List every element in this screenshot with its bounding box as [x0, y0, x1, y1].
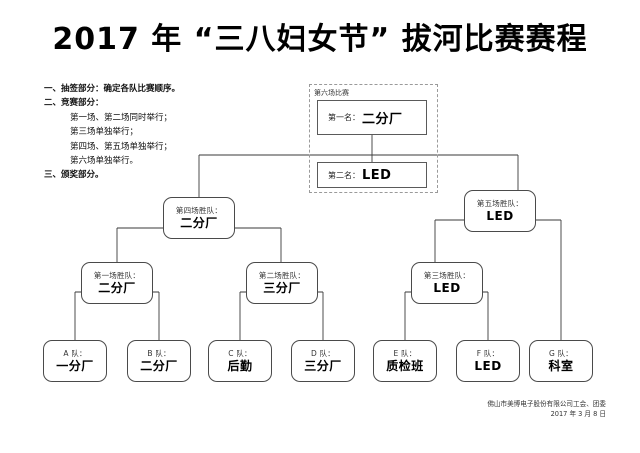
- runner-up-label: 第二名：: [328, 170, 360, 180]
- team-box-e[interactable]: E 队： 质检班: [373, 340, 437, 382]
- champion-value: 二分厂: [362, 112, 403, 127]
- semifinal-match4-label: 第四场胜队：: [175, 205, 223, 215]
- final-group-title: 第六场比赛: [314, 89, 349, 97]
- team-box-g[interactable]: G 队： 科室: [529, 340, 593, 382]
- quarterfinal-winner-match2[interactable]: 第二场胜队： 三分厂: [246, 262, 318, 304]
- champion-box[interactable]: 第一名： 二分厂: [317, 100, 427, 135]
- semifinal-winner-match4[interactable]: 第四场胜队： 二分厂: [163, 197, 235, 239]
- team-box-f[interactable]: F 队： LED: [456, 340, 520, 382]
- team-e-value: 质检班: [386, 358, 424, 373]
- instruction-item: 第四场、第五场单独举行；: [70, 141, 173, 152]
- quarterfinal-winner-match1[interactable]: 第一场胜队： 二分厂: [81, 262, 153, 304]
- quarterfinal-match1-label: 第一场胜队：: [93, 270, 141, 280]
- instruction-item: 第六场单独举行。: [70, 156, 139, 167]
- team-box-a[interactable]: A 队： 一分厂: [43, 340, 107, 382]
- team-a-value: 一分厂: [56, 358, 94, 373]
- team-d-value: 三分厂: [304, 358, 342, 373]
- team-f-value: LED: [474, 358, 502, 373]
- quarterfinal-match1-value: 二分厂: [98, 280, 136, 295]
- semifinal-match4-value: 二分厂: [180, 215, 218, 230]
- semifinal-match5-value: LED: [486, 208, 514, 223]
- instruction-item: 第一场、第二场同时举行；: [70, 112, 173, 123]
- team-g-label: G 队：: [549, 348, 573, 358]
- team-b-label: B 队：: [147, 348, 171, 358]
- instructions-list: 一、抽签部分：确定各队比赛顺序。 二、竞赛部分： 第一场、第二场同时举行； 第三…: [44, 82, 284, 183]
- footer-signature: 佛山市美博电子股份有限公司工会、团委 2017 年 3 月 8 日: [487, 399, 606, 419]
- quarterfinal-match3-value: LED: [433, 280, 461, 295]
- quarterfinal-match2-value: 三分厂: [263, 280, 301, 295]
- runner-up-value: LED: [362, 167, 392, 183]
- instruction-item: 一、抽签部分：确定各队比赛顺序。: [44, 84, 181, 94]
- footer-date: 2017 年 3 月 8 日: [550, 410, 606, 418]
- runner-up-box[interactable]: 第二名： LED: [317, 162, 427, 188]
- champion-label: 第一名：: [328, 113, 360, 122]
- team-box-c[interactable]: C 队： 后勤: [208, 340, 272, 382]
- team-box-d[interactable]: D 队： 三分厂: [291, 340, 355, 382]
- team-a-label: A 队：: [63, 348, 87, 358]
- instruction-item: 三、颁奖部分。: [44, 170, 104, 181]
- team-e-label: E 队：: [393, 348, 417, 358]
- team-c-label: C 队：: [228, 348, 252, 358]
- page-title: 2017 年 “三八妇女节” 拔河比赛赛程: [52, 22, 588, 57]
- instruction-item: 二、竞赛部分：: [44, 98, 104, 109]
- team-c-value: 后勤: [227, 358, 253, 373]
- team-f-label: F 队：: [476, 348, 500, 358]
- semifinal-match5-label: 第五场胜队：: [476, 198, 524, 208]
- instruction-item: 第三场单独举行；: [70, 127, 139, 138]
- team-g-value: 科室: [548, 358, 574, 373]
- quarterfinal-winner-match3[interactable]: 第三场胜队： LED: [411, 262, 483, 304]
- quarterfinal-match3-label: 第三场胜队：: [423, 270, 471, 280]
- team-b-value: 二分厂: [140, 358, 178, 373]
- team-box-b[interactable]: B 队： 二分厂: [127, 340, 191, 382]
- final-match-group: [309, 84, 438, 193]
- quarterfinal-match2-label: 第二场胜队：: [258, 270, 306, 280]
- team-d-label: D 队：: [311, 348, 335, 358]
- semifinal-winner-match5[interactable]: 第五场胜队： LED: [464, 190, 536, 232]
- footer-organization: 佛山市美博电子股份有限公司工会、团委: [487, 400, 606, 408]
